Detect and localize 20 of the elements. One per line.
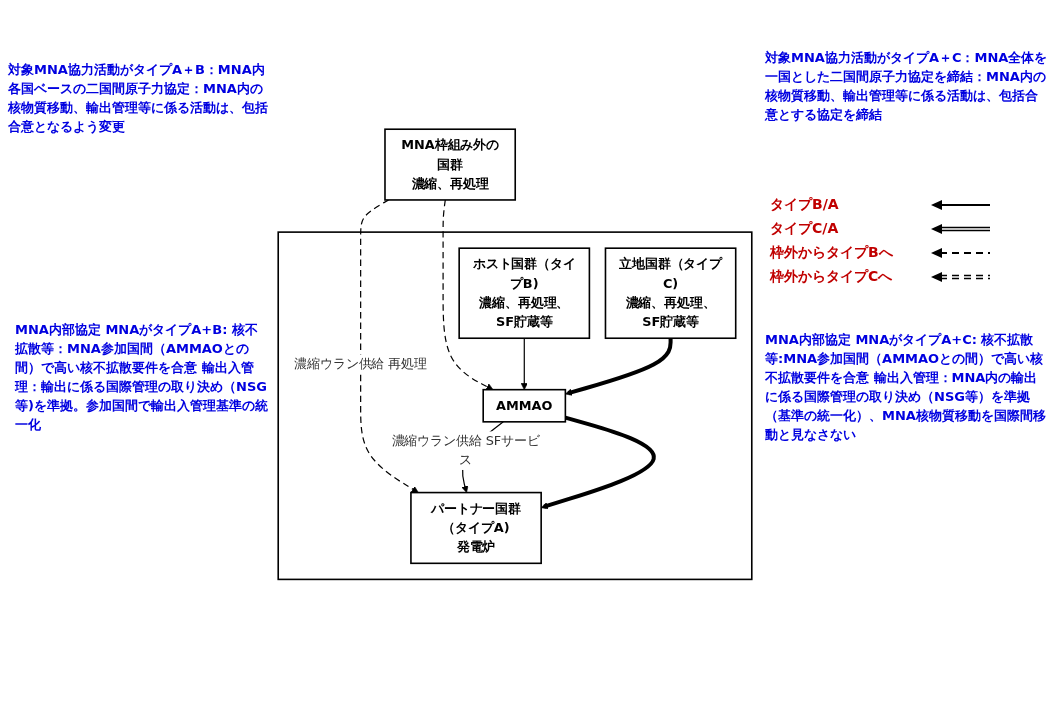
node-box: 立地国群（タイプC) 濃縮、再処理、SF貯蔵等 bbox=[604, 247, 737, 340]
node-box: パートナー国群（タイプA) 発電炉 bbox=[410, 491, 542, 565]
note-text: 対象MNA協力活動がタイプA＋C：MNA全体を一国とした二国間原子力協定を締結：MNA内の核物質移動、輸出管理等に係る活動は、包括合意とする協定を締結 bbox=[765, 49, 1049, 124]
node-box: ホスト国群（タイプB) 濃縮、再処理、SF貯蔵等 bbox=[458, 247, 591, 340]
note-text: MNA内部協定 MNAがタイプA+C: 核不拡散等:MNA参加国間（AMMAOとの間）で高い核不拡散要件を合意 輸出入管理：MNA内の輸出に係る国際管理の取り決め（NSG等）を準拠（基準の統一化）、MNA核物質移動を国際間移動と見なさない bbox=[765, 331, 1047, 444]
node-box: MNA枠組み外の国群 濃縮、再処理 bbox=[384, 128, 517, 201]
note-text: 対象MNA協力活動がタイプA＋B：MNA内各国ベースの二国間原子力協定：MNA内の核物質移動、輸出管理等に係る活動は、包括合意となるよう変更 bbox=[8, 61, 268, 136]
cluster bbox=[277, 231, 753, 581]
arrow bbox=[442, 199, 494, 391]
legend-label: タイプB/A bbox=[770, 196, 840, 214]
arrow bbox=[360, 199, 419, 494]
legend-label: 枠外からタイプCへ bbox=[770, 268, 894, 286]
edge-label: 濃縮ウラン供給 SFサービス bbox=[391, 433, 540, 468]
legend-label: 枠外からタイプBへ bbox=[770, 244, 894, 262]
arrow bbox=[565, 338, 673, 396]
arrow bbox=[520, 337, 528, 391]
node-box: AMMAO bbox=[482, 389, 567, 423]
edge-label: 濃縮ウラン供給 再処理 bbox=[294, 356, 428, 372]
legend-label: タイプC/A bbox=[770, 220, 840, 238]
note-text: MNA内部協定 MNAがタイプA+B: 核不拡散等：MNA参加国間（AMMAOとの間）で高い核不拡散要件を合意 輸出入管理：輸出に係る国際管理の取り決め（NSG等)を準拠。参加国間で輸出入管理基準の統一化 bbox=[15, 321, 269, 434]
